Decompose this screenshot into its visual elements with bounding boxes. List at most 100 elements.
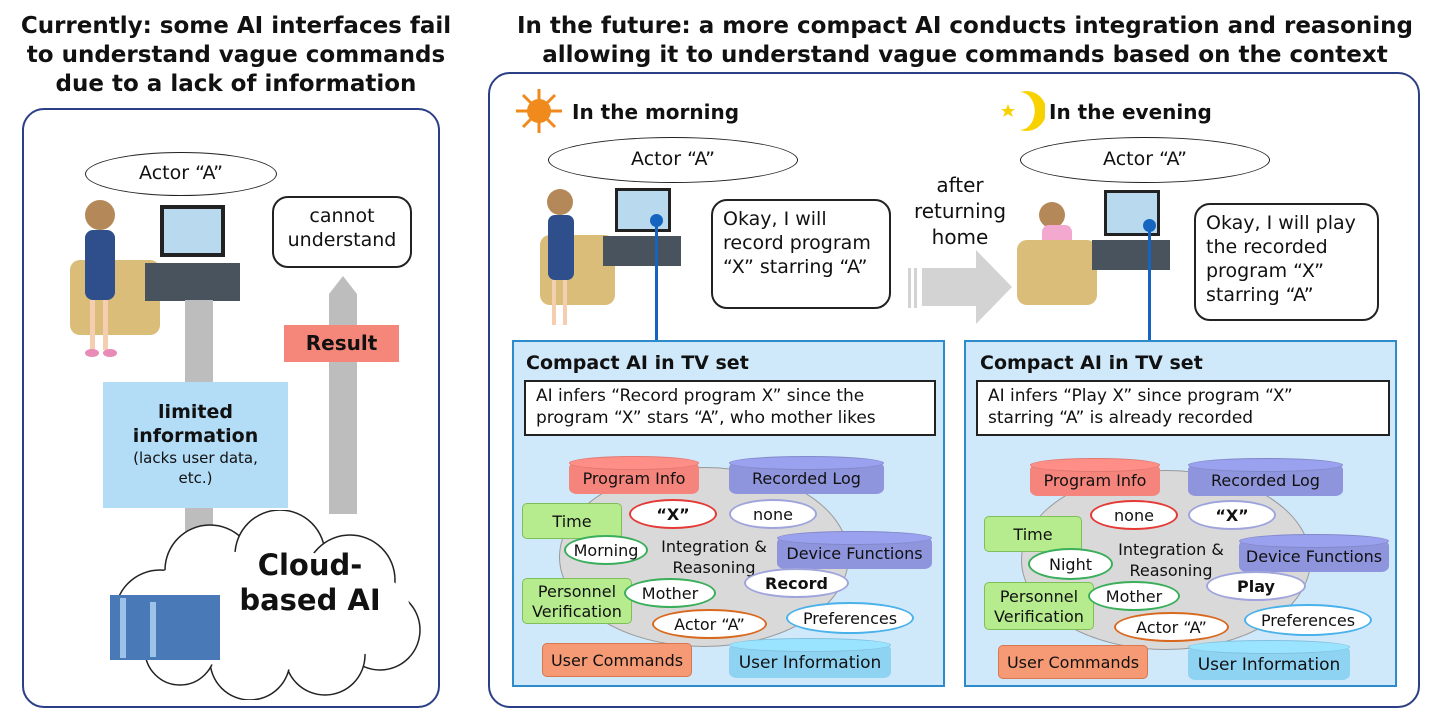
db-label: User Information <box>738 653 882 673</box>
cloud-label: Cloud- based AI <box>230 548 390 618</box>
personnel-value: Mother <box>624 578 716 608</box>
morning-woman-figure <box>540 189 615 325</box>
program-info-value: “X” <box>629 499 717 529</box>
transition-label: after returning home <box>900 172 1020 250</box>
personnel-tag: Personnel Verification <box>984 582 1094 630</box>
morning-tv-set <box>603 188 681 266</box>
inference-line: program “X” stars “A”, who mother likes <box>536 408 876 428</box>
evening-tv-set <box>1092 190 1170 270</box>
recorded-log-value: “X” <box>1188 500 1276 530</box>
evening-user-speech: Actor “A” <box>1020 137 1270 183</box>
transition-arrow <box>908 250 1012 324</box>
user-commands-tag: User Commands <box>998 645 1148 679</box>
user-commands-tag: User Commands <box>542 643 692 677</box>
cloud-label-line: Cloud- <box>257 548 363 582</box>
db-label: User Information <box>1197 655 1341 675</box>
right-title-line: In the future: a more compact AI conduct… <box>516 13 1414 39</box>
time-value: Morning <box>564 535 648 565</box>
evening-tv-response: Okay, I will play the recorded program “… <box>1194 203 1379 321</box>
transition-line: returning <box>913 199 1007 223</box>
evening-connector-dot <box>1143 219 1156 232</box>
user-commands-value: Actor “A” <box>652 609 767 639</box>
limited-info-line: etc.) <box>178 469 213 487</box>
response-line: record program <box>723 232 871 254</box>
device-functions-db: Device Functions <box>1239 540 1389 572</box>
program-info-db: Program Info <box>1030 464 1160 496</box>
personnel-line: Personnel <box>537 582 617 601</box>
evening-ai-box: Compact AI in TV set AI infers “Play X” … <box>964 340 1397 687</box>
morning-connector <box>655 220 658 340</box>
right-title: In the future: a more compact AI conduct… <box>490 12 1440 70</box>
limited-info-line: information <box>132 425 259 447</box>
response-line: understand <box>287 229 397 251</box>
speech-text: Actor “A” <box>631 148 715 170</box>
device-functions-value: Play <box>1206 571 1306 601</box>
woman-figure <box>70 200 160 357</box>
limited-info-line: limited <box>158 401 233 423</box>
response-line: Okay, I will <box>723 208 827 230</box>
db-label: Recorded Log <box>1211 471 1320 490</box>
evening-heading: In the evening <box>1049 100 1212 124</box>
device-functions-db: Device Functions <box>777 537 932 569</box>
integration-label: Integration & Reasoning <box>644 536 784 578</box>
inference-box: AI infers “Record program X” since the p… <box>524 380 936 436</box>
result-label: Result <box>284 325 399 362</box>
db-label: Device Functions <box>1245 547 1383 566</box>
morning-ai-box: Compact AI in TV set AI infers “Record p… <box>512 340 945 687</box>
speech-text: Actor “A” <box>139 162 223 184</box>
evening-connector <box>1148 225 1151 340</box>
integration-label: Integration & Reasoning <box>1101 539 1241 581</box>
db-label: Program Info <box>1043 471 1147 490</box>
personnel-line: Verification <box>994 607 1084 626</box>
right-title-line: allowing it to understand vague commands… <box>542 42 1388 68</box>
inference-line: starring “A” is already recorded <box>988 408 1254 428</box>
time-value: Night <box>1028 548 1113 580</box>
personnel-line: Verification <box>532 602 622 621</box>
db-label: Device Functions <box>786 544 923 563</box>
ai-box-title: Compact AI in TV set <box>980 352 1203 374</box>
integration-line: Integration & <box>661 537 767 556</box>
left-title-line: Currently: some AI interfaces fail <box>20 13 452 39</box>
left-title-line: due to a lack of information <box>55 71 417 97</box>
time-tag: Time <box>522 503 622 539</box>
user-commands-value: Actor “A” <box>1114 612 1229 642</box>
recorded-log-value: none <box>729 499 817 529</box>
program-info-value: none <box>1090 500 1178 530</box>
response-line: Okay, I will play <box>1206 212 1356 234</box>
moon-star-icon <box>1001 91 1045 131</box>
response-line: “X” starring “A” <box>723 256 868 278</box>
user-information-value: Preferences <box>1244 604 1372 636</box>
morning-connector-dot <box>650 214 663 227</box>
ai-box-title: Compact AI in TV set <box>526 352 749 374</box>
inference-line: AI infers “Record program X” since the <box>536 386 865 406</box>
integration-line: Reasoning <box>672 558 756 577</box>
limited-info-box: limited information (lacks user data, et… <box>103 382 288 508</box>
cloud-icon <box>110 510 421 700</box>
inference-line: AI infers “Play X” since program “X” <box>988 386 1293 406</box>
device-functions-value: Record <box>744 568 849 598</box>
cloud-label-line: based AI <box>239 583 381 617</box>
response-line: program “X” <box>1206 260 1324 282</box>
recorded-log-db: Recorded Log <box>1188 464 1343 496</box>
integration-line: Reasoning <box>1129 561 1213 580</box>
tv-set <box>145 205 240 301</box>
tv-response-bubble: cannot understand <box>272 196 412 268</box>
sun-icon <box>516 89 562 133</box>
left-title-line: to understand vague commands <box>26 42 446 68</box>
integration-line: Integration & <box>1118 540 1224 559</box>
up-arrow-head <box>329 276 357 294</box>
recorded-log-db: Recorded Log <box>729 462 884 494</box>
user-speech-bubble: Actor “A” <box>85 152 277 196</box>
morning-tv-response: Okay, I will record program “X” starring… <box>711 199 891 309</box>
response-line: cannot <box>309 205 375 227</box>
response-line: the recorded <box>1206 236 1328 258</box>
user-information-value: Preferences <box>786 602 914 634</box>
personnel-line: Personnel <box>999 587 1079 606</box>
personnel-tag: Personnel Verification <box>522 578 632 624</box>
personnel-value: Mother <box>1088 581 1180 611</box>
user-information-db: User Information <box>729 644 891 678</box>
transition-line: after <box>936 173 984 197</box>
speech-text: Actor “A” <box>1103 148 1187 170</box>
db-label: Program Info <box>582 469 686 488</box>
response-line: starring “A” <box>1206 284 1314 306</box>
